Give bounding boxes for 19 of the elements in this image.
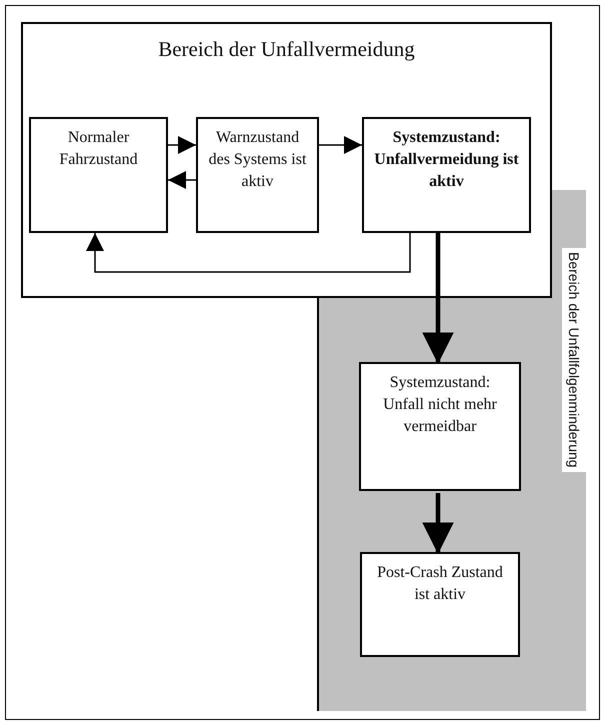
state-box bbox=[359, 362, 521, 491]
state-label: Warnzustand des Systems ist aktiv bbox=[208, 128, 307, 192]
arrow bbox=[168, 171, 196, 189]
state-label: Post-Crash Zustand ist aktiv bbox=[376, 563, 504, 605]
arrow bbox=[422, 493, 454, 554]
state-box bbox=[29, 117, 168, 233]
state-label: Systemzustand: Unfall nicht mehr vermeidbar bbox=[382, 373, 498, 437]
arrow bbox=[86, 233, 411, 273]
region-box bbox=[21, 22, 552, 298]
arrow bbox=[319, 136, 362, 154]
region-title: Bereich der Unfallfolgenminderung bbox=[562, 248, 586, 472]
arrow bbox=[168, 136, 196, 154]
state-box bbox=[360, 552, 520, 657]
state-label: Normaler Fahrzustand bbox=[58, 128, 139, 170]
state-label: Systemzustand: Unfallvermeidung ist aktiv bbox=[374, 128, 519, 192]
state-box bbox=[362, 117, 531, 233]
state-box bbox=[196, 117, 319, 233]
region-title: Bereich der Unfallvermeidung bbox=[157, 38, 416, 60]
arrow bbox=[422, 233, 454, 364]
